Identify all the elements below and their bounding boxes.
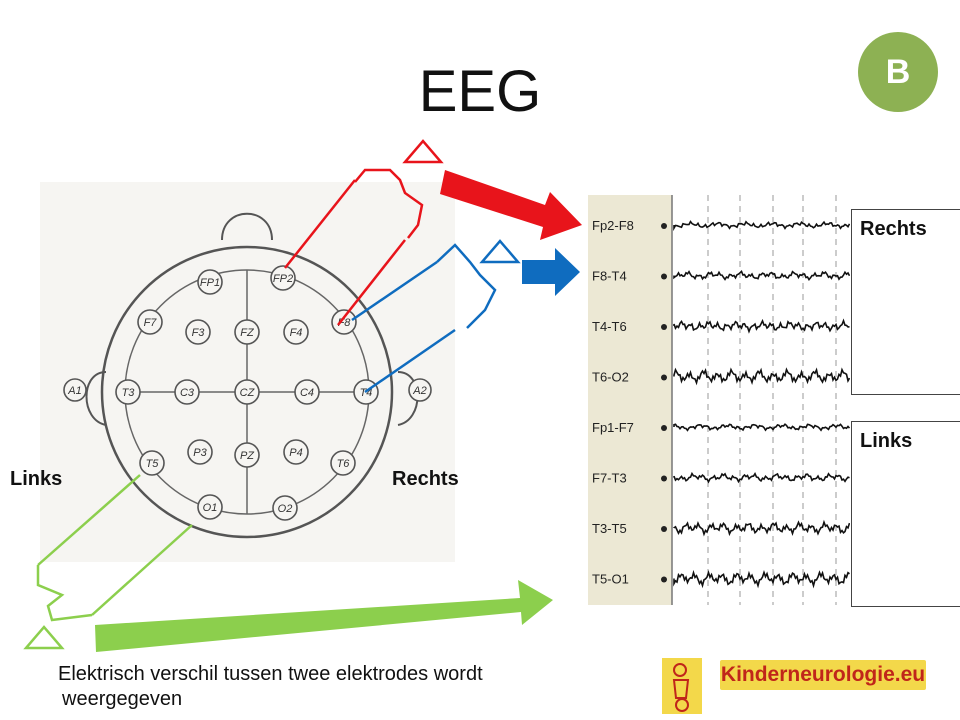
electrode-label: F7 — [144, 317, 158, 329]
page-title: EEG — [418, 59, 542, 124]
electrode-pz: PZ — [234, 442, 260, 468]
green-arrow — [95, 580, 553, 652]
eeg-channel-dot — [661, 273, 667, 280]
eeg-trace-t5-o1 — [673, 569, 850, 589]
eeg-channel-label: T4-T6 — [592, 319, 627, 334]
electrode-label: CZ — [240, 387, 256, 399]
eeg-trace-area — [673, 195, 850, 605]
electrode-f8: F8 — [331, 309, 357, 335]
electrode-label: T3 — [122, 387, 136, 399]
right-hemisphere-box: Rechts — [851, 209, 960, 395]
electrode-a1: A1 — [63, 378, 87, 402]
eeg-channel-label: T6-O2 — [592, 370, 629, 385]
left-hemisphere-box: Links — [851, 421, 960, 607]
electrode-c4: C4 — [294, 379, 320, 405]
eeg-trace-t3-t5 — [673, 519, 850, 537]
left-ear-shape — [85, 371, 107, 426]
eeg-channel-label: T3-T5 — [592, 521, 627, 536]
electrode-label: T6 — [337, 458, 351, 470]
electrode-t3: T3 — [115, 379, 141, 405]
left-box-label: Links — [860, 430, 913, 452]
electrode-label: PZ — [240, 450, 255, 462]
electrode-label: P3 — [193, 447, 207, 459]
eeg-channel-labels: Fp2-F8F8-T4T4-T6T6-O2Fp1-F7F7-T3T3-T5T5-… — [592, 218, 667, 587]
electrode-label: C4 — [300, 387, 314, 399]
electrode-o2: O2 — [272, 495, 298, 521]
electrode-p3: P3 — [187, 439, 213, 465]
electrode-label: O2 — [278, 503, 293, 515]
electrode-c3: C3 — [174, 379, 200, 405]
red-arrow — [440, 170, 582, 240]
section-badge: B — [858, 32, 938, 112]
green-channel-connector — [23, 474, 193, 650]
eeg-channel-dot — [661, 526, 667, 532]
logo-figure-icon — [662, 658, 702, 714]
logo-text: Kinderneurologie.eu — [720, 660, 926, 690]
electrode-label: P4 — [289, 447, 302, 459]
eeg-trace-t6-o2 — [673, 367, 850, 386]
head-right-label: Rechts — [392, 468, 459, 490]
electrode-fz: FZ — [234, 319, 260, 345]
electrode-p4: P4 — [283, 439, 309, 465]
eeg-channel-dot — [661, 324, 667, 330]
electrode-f4: F4 — [283, 319, 309, 345]
eeg-traces — [673, 220, 850, 589]
eeg-label-column — [588, 195, 672, 605]
eeg-channel-label: Fp1-F7 — [592, 420, 634, 435]
head-left-label: Links — [10, 468, 63, 490]
electrode-fp2: FP2 — [270, 265, 296, 291]
eeg-channel-label: F8-T4 — [592, 269, 627, 284]
blue-arrow — [522, 248, 580, 296]
electrode-label: C3 — [180, 387, 195, 399]
caption: Elektrisch verschil tussen twee elektrod… — [58, 662, 483, 712]
eeg-channel-dot — [661, 576, 667, 583]
eeg-channel-label: F7-T3 — [592, 471, 627, 486]
eeg-channel-label: T5-O1 — [592, 572, 629, 587]
electrode-label: F3 — [192, 327, 206, 339]
eeg-grid — [707, 195, 837, 605]
electrode-a2: A2 — [408, 378, 432, 402]
eeg-trace-fp1-f7 — [673, 423, 850, 432]
electrode-fp1: FP1 — [197, 269, 223, 295]
electrode-label: FZ — [240, 327, 255, 339]
electrode-label: A1 — [67, 385, 81, 397]
caption-line-1: Elektrisch verschil tussen twee elektrod… — [58, 663, 483, 685]
electrode-label: A2 — [412, 385, 426, 397]
eeg-trace-panel: Fp2-F8F8-T4T4-T6T6-O2Fp1-F7F7-T3T3-T5T5-… — [588, 195, 850, 605]
nose-shape — [221, 212, 273, 241]
right-box-label: Rechts — [860, 218, 927, 240]
electrode-label: F4 — [290, 327, 303, 339]
eeg-trace-f7-t3 — [673, 471, 850, 484]
electrode-label: FP2 — [273, 273, 293, 285]
red-channel-connector — [284, 139, 444, 326]
electrode-label: FP1 — [200, 277, 220, 289]
eeg-trace-fp2-f8 — [673, 220, 850, 232]
caption-line-2: weergegeven — [62, 688, 183, 710]
electrode-f7: F7 — [137, 309, 163, 335]
eeg-channel-label: Fp2-F8 — [592, 218, 634, 233]
eeg-channel-dot — [661, 425, 667, 431]
electrode-f3: F3 — [185, 319, 211, 345]
eeg-channel-dot — [661, 223, 667, 229]
electrode-label: T5 — [146, 458, 160, 470]
electrode-t5: T5 — [139, 450, 165, 476]
head-outer-circle — [100, 245, 394, 539]
eeg-channel-dot — [661, 475, 667, 482]
eeg-trace-f8-t4 — [673, 270, 850, 281]
electrode-o1: O1 — [197, 494, 223, 520]
electrode-t6: T6 — [330, 450, 356, 476]
eeg-channel-dot — [661, 374, 667, 381]
electrode-label: O1 — [203, 502, 218, 514]
electrode-cz: CZ — [234, 379, 260, 405]
blue-channel-connector — [351, 239, 521, 394]
eeg-trace-t4-t6 — [673, 318, 850, 334]
